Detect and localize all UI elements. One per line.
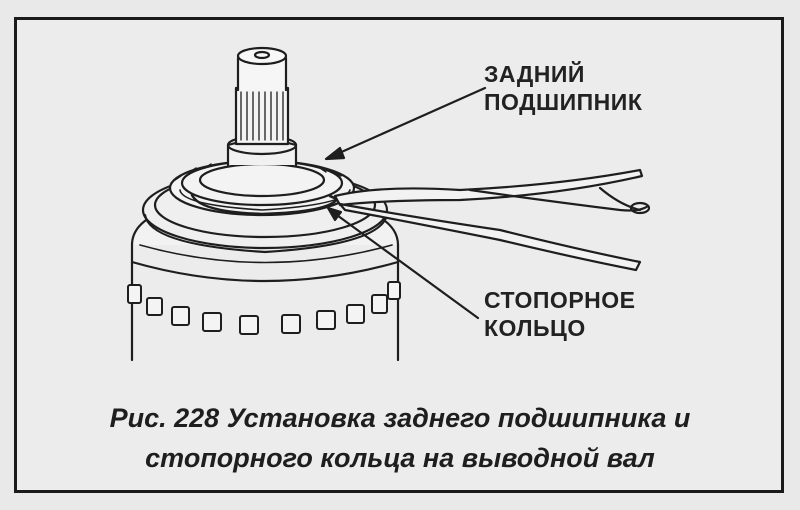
leader-lines bbox=[324, 86, 487, 320]
label-snap-ring-line1: СТОПОРНОЕ bbox=[484, 287, 636, 313]
label-rear-bearing-line2: ПОДШИПНИК bbox=[484, 89, 643, 115]
drum-teeth bbox=[127, 281, 401, 335]
label-rear-bearing-line1: ЗАДНИЙ bbox=[484, 61, 585, 87]
output-shaft bbox=[226, 46, 298, 167]
label-snap-ring: СТОПОРНОЕ КОЛЬЦО bbox=[484, 286, 636, 342]
figure-caption-line2: стопорного кольца на выводной вал bbox=[145, 443, 655, 473]
figure-caption-line1: Рис. 228 Установка заднего подшипника и bbox=[109, 403, 691, 433]
rear-bearing bbox=[168, 159, 356, 217]
label-rear-bearing: ЗАДНИЙ ПОДШИПНИК bbox=[484, 60, 642, 116]
label-snap-ring-line2: КОЛЬЦО bbox=[484, 315, 586, 341]
snap-ring-pliers bbox=[333, 168, 651, 272]
